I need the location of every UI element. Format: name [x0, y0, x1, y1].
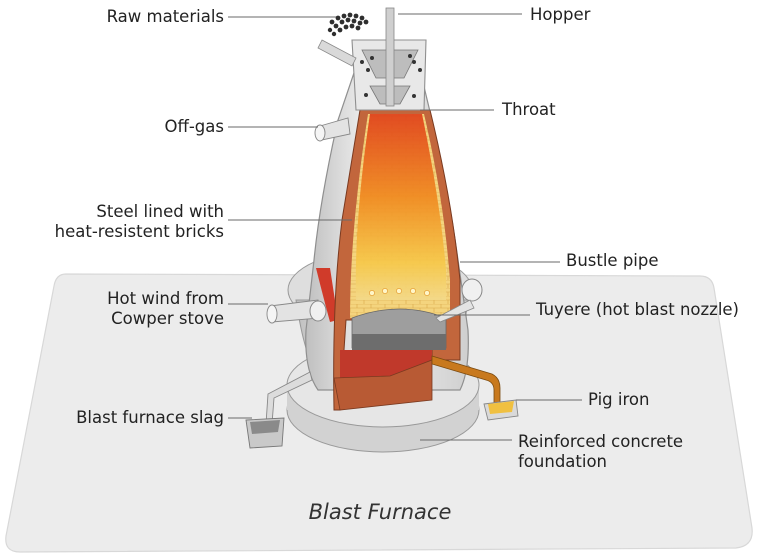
label-steel-lined-line2: heat-resistent bricks: [54, 222, 224, 241]
label-slag: Blast furnace slag: [76, 408, 224, 427]
label-foundation-line2: foundation: [518, 452, 608, 471]
hot-core: [355, 114, 446, 300]
hot-wind-band: [316, 268, 338, 322]
label-pig-iron: Pig iron: [588, 390, 650, 409]
label-foundation-line1: Reinforced concrete: [518, 432, 684, 451]
hearth: [333, 308, 447, 411]
label-bustle-pipe: Bustle pipe: [566, 251, 659, 270]
label-off-gas: Off-gas: [164, 117, 225, 136]
label-raw-materials: Raw materials: [106, 7, 224, 26]
label-throat: Throat: [502, 100, 556, 119]
throat-hopper: [351, 7, 427, 111]
slag-runner: [245, 371, 313, 449]
label-hot-wind-line1: Hot wind from: [107, 289, 224, 308]
label-hot-wind-line2: Cowper stove: [111, 309, 224, 328]
label-tuyere: Tuyere (hot blast nozzle): [536, 300, 739, 319]
off-gas-pipe: [314, 117, 351, 142]
diagram-caption: Blast Furnace: [308, 500, 452, 524]
bustle-pipe: [435, 278, 483, 323]
leader-lines: [228, 13, 582, 441]
pig-iron-runner: [431, 355, 519, 421]
label-hopper: Hopper: [530, 5, 591, 24]
label-steel-lined-line1: Steel lined with: [96, 202, 224, 221]
raw-materials-pile: [317, 12, 369, 67]
tuyere-glow: [369, 288, 430, 296]
hot-wind-pipe: [266, 299, 327, 324]
